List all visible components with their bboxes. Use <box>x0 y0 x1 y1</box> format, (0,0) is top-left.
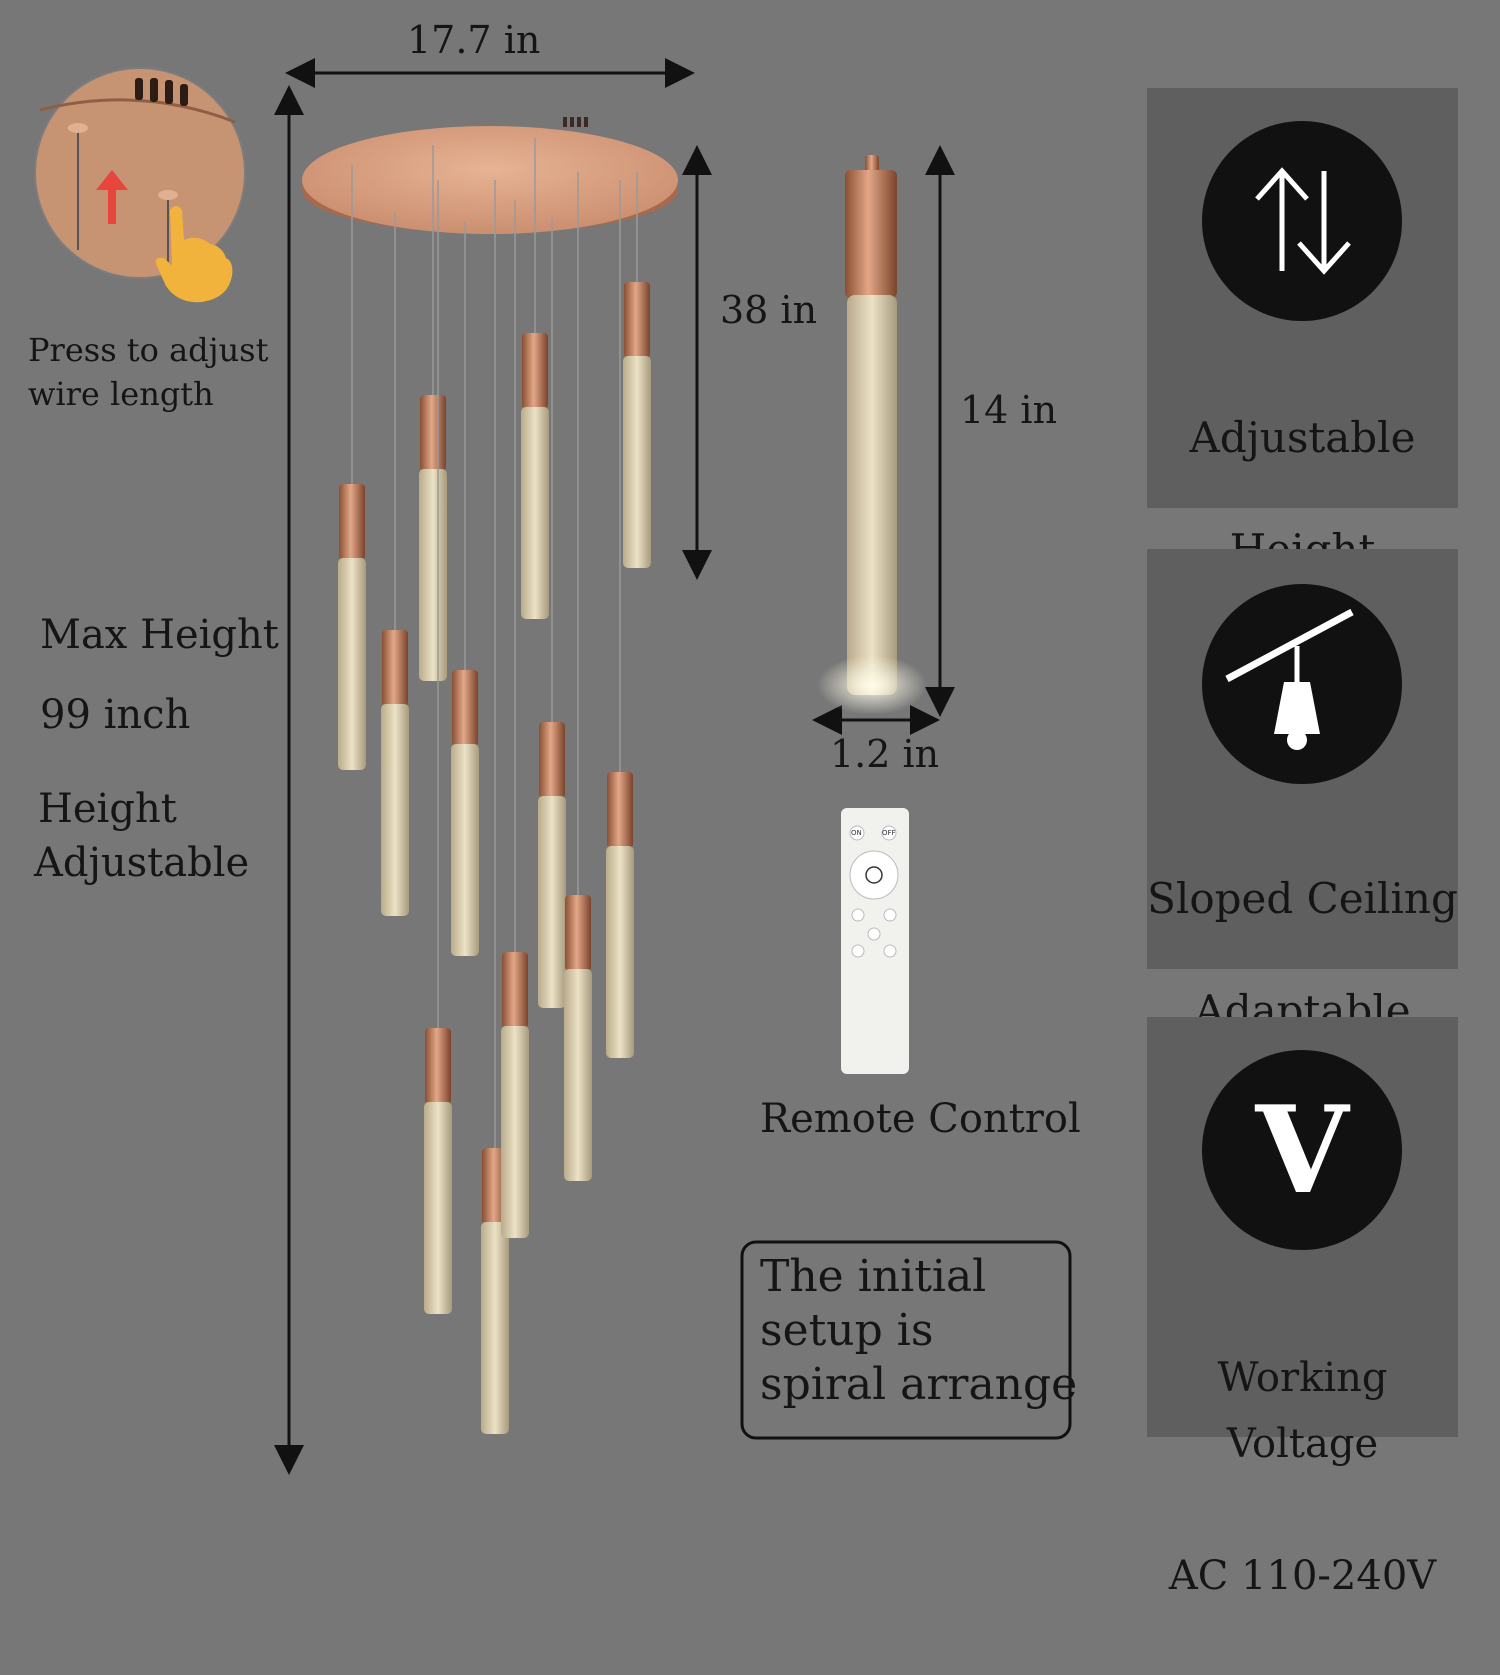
feature-3-line2: AC 110-240V <box>1168 1553 1437 1599</box>
feature-panel-voltage: V Working Voltage AC 110-240V <box>1147 1017 1458 1599</box>
setup-note-line1: The initial <box>760 1251 987 1302</box>
canopy-width-label: 17.7 in <box>407 18 541 62</box>
setup-note-line3: spiral arrange <box>760 1359 1078 1410</box>
pendant-cap <box>452 670 478 746</box>
pendant-crystal <box>538 796 566 1008</box>
pendant-height-label: 14 in <box>960 388 1058 432</box>
remote-control <box>841 808 909 1074</box>
pendant-group <box>338 138 651 1434</box>
max-height-label: Max Height <box>40 612 279 658</box>
up-down-arrows-icon <box>1202 121 1402 321</box>
pendant-cap <box>339 484 365 560</box>
setup-note-box <box>740 1240 1072 1440</box>
remote-caption: Remote Control <box>760 1096 1081 1142</box>
feature-3-line1: Working Voltage <box>1217 1355 1388 1467</box>
max-height-value: 99 inch <box>40 692 191 738</box>
pendant-crystal <box>564 969 592 1181</box>
height-label: Height <box>38 786 177 832</box>
pendant-cap <box>425 1028 451 1104</box>
single-pendant <box>817 155 927 715</box>
pendant-crystal <box>419 469 447 681</box>
pendant-crystal <box>424 1102 452 1314</box>
pendant-crystal <box>451 744 479 956</box>
feature-2-line1: Sloped Ceiling <box>1147 874 1458 923</box>
setup-note: The initial setup is spiral arrange <box>760 1250 1077 1412</box>
adjust-note-line2: wire length <box>28 375 214 413</box>
pendant-cap <box>522 333 548 409</box>
adjust-note: Press to adjust wire length <box>28 328 268 416</box>
pendant-diameter-label: 1.2 in <box>830 732 940 776</box>
pendant-crystal <box>381 704 409 916</box>
canopy <box>302 126 678 234</box>
pendant-cap <box>420 395 446 471</box>
wire-adjust-detail <box>34 67 246 303</box>
voltage-glyph: V <box>1255 1079 1349 1221</box>
chandelier-illustration <box>34 58 1072 1475</box>
adjust-note-line1: Press to adjust <box>28 331 269 369</box>
pendant-crystal <box>338 558 366 770</box>
canopy-vents <box>563 117 588 127</box>
pendant-crystal <box>481 1222 509 1434</box>
drop-length-label: 38 in <box>720 288 818 332</box>
pendant-cap <box>624 282 650 358</box>
pendant-cap <box>539 722 565 798</box>
feature-1-line1: Adjustable <box>1189 413 1416 462</box>
pendant-crystal <box>521 407 549 619</box>
pendant-cap <box>382 630 408 706</box>
pendant-cap <box>565 895 591 971</box>
pendant-crystal <box>623 356 651 568</box>
voltage-v-icon: V <box>1202 1050 1402 1250</box>
pendant-cap <box>502 952 528 1028</box>
pendant-crystal <box>606 846 634 1058</box>
setup-note-line2: setup is <box>760 1305 934 1356</box>
pendant-crystal <box>501 1026 529 1238</box>
remote-off-label: OFF <box>882 829 896 837</box>
feature-panel-adjustable-height: Adjustable Height <box>1147 88 1458 574</box>
remote-on-label: ON <box>851 829 862 837</box>
feature-panel-sloped-ceiling: Sloped Ceiling Adaptable <box>1147 549 1458 1035</box>
adjustable-label: Adjustable <box>34 840 250 886</box>
pendant-cap <box>607 772 633 848</box>
sloped-ceiling-icon <box>1202 584 1402 784</box>
